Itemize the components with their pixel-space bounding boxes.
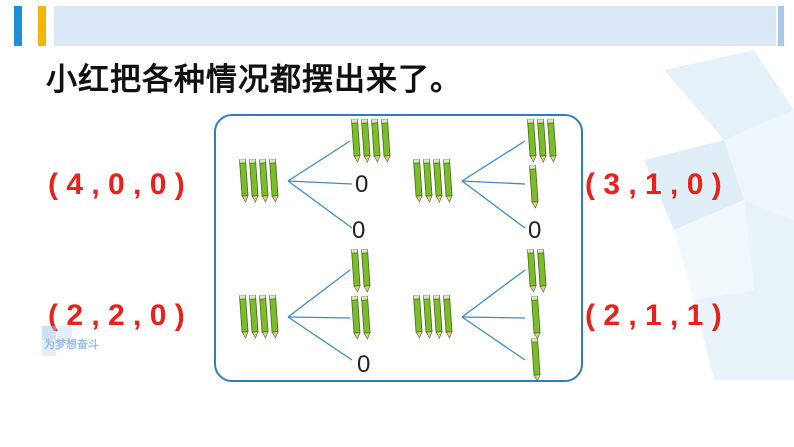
stick-icon (433, 158, 443, 203)
stick-icon (361, 295, 371, 340)
case-label-2-1-1: ( 2 , 1 , 1 ) (585, 299, 722, 332)
stick-icon (413, 294, 423, 339)
branch-3-1-0-second (529, 164, 540, 213)
cases-frame (214, 114, 583, 382)
zero-4-0-0-third: 0 (352, 217, 366, 244)
source-sticks-2-2-0 (239, 294, 280, 343)
stick-icon (361, 118, 371, 163)
stick-icon (259, 294, 269, 339)
slide-title: 小红把各种情况都摆出来了。 (46, 62, 462, 98)
branch-3-1-0-first (527, 118, 558, 167)
stick-icon (413, 158, 423, 203)
header-bar (54, 6, 776, 46)
branch-4-0-0-first (351, 118, 392, 167)
stick-icon (423, 158, 433, 203)
stick-icon (433, 294, 443, 339)
branch-2-1-1-second (531, 295, 542, 344)
stick-icon (269, 294, 279, 339)
stick-icon (537, 118, 547, 163)
stick-icon (269, 158, 279, 203)
branch-2-1-1-third (531, 337, 542, 386)
zero-3-1-0-third: 0 (528, 217, 542, 244)
stick-icon (239, 158, 249, 203)
header-accent-gold (38, 6, 46, 46)
stick-icon (351, 248, 361, 293)
stick-icon (443, 158, 453, 203)
case-label-3-1-0: ( 3 , 1 , 0 ) (585, 168, 722, 201)
source-sticks-3-1-0 (413, 158, 454, 207)
case-label-4-0-0: ( 4 , 0 , 0 ) (48, 168, 185, 201)
stick-icon (371, 118, 381, 163)
header-accent-blue (14, 6, 22, 46)
branch-2-2-0-second (351, 295, 372, 344)
stick-icon (351, 118, 361, 163)
watermark-logo (42, 326, 72, 356)
zero-4-0-0-second: 0 (355, 171, 369, 198)
stick-icon (527, 118, 537, 163)
stick-icon (351, 295, 361, 340)
branch-2-1-1-first (527, 248, 548, 297)
stick-icon (547, 118, 557, 163)
stick-icon (529, 164, 539, 209)
branch-2-2-0-first (351, 248, 372, 297)
watermark-text: 为梦想奋斗 (44, 338, 99, 351)
source-sticks-4-0-0 (239, 158, 280, 207)
stick-icon (259, 158, 269, 203)
stick-icon (239, 294, 249, 339)
stick-icon (527, 248, 537, 293)
stick-icon (537, 248, 547, 293)
zero-2-2-0-third: 0 (357, 351, 371, 378)
stick-icon (381, 118, 391, 163)
stick-icon (443, 294, 453, 339)
stick-icon (361, 248, 371, 293)
source-sticks-2-1-1 (413, 294, 454, 343)
faceted-background-decoration (644, 50, 794, 380)
stick-icon (531, 295, 541, 340)
header-bar-tail (778, 6, 784, 46)
stick-icon (249, 294, 259, 339)
stick-icon (423, 294, 433, 339)
stick-icon (531, 337, 541, 382)
stick-icon (249, 158, 259, 203)
